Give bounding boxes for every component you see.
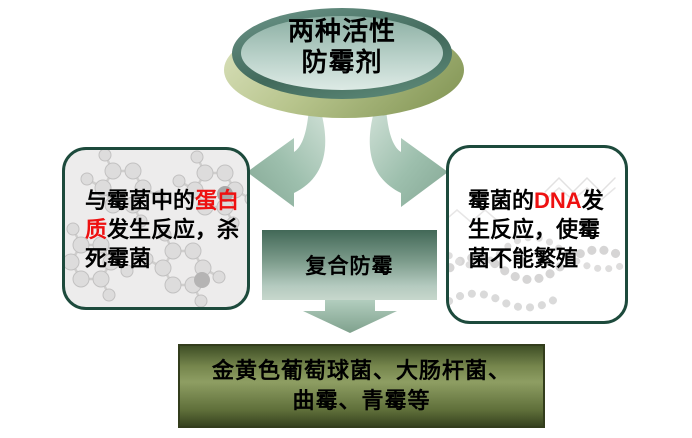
left-box-text: 与霉菌中的蛋白 质发生反应，杀 死霉菌 [85, 186, 247, 273]
right-info-box: 霉菌的DNA发 生反应，使霉 菌不能繁殖 [446, 145, 628, 324]
callout-label: 复合防霉 [305, 254, 394, 278]
right-text-black-4: 菌不能繁殖 [468, 246, 579, 271]
bottom-result-box: 金黄色葡萄球菌、大肠杆菌、 曲霉、青霉等 [178, 344, 545, 428]
molecule-graphic [65, 150, 247, 307]
right-text-black-1: 霉菌的 [468, 188, 535, 213]
right-text-dna: DNA [534, 188, 582, 213]
left-text-black-3: 死霉菌 [85, 246, 152, 271]
title-line-1: 两种活性 [287, 17, 396, 46]
bottom-box-line-1: 金黄色葡萄球菌、大肠杆菌、 [211, 358, 511, 383]
title-text: 两种活性 防霉剂 [232, 16, 452, 78]
left-text-black-2: 发生反应，杀 [107, 217, 240, 242]
composite-callout: 复合防霉 [262, 230, 437, 300]
title-ellipse-highlight [241, 16, 443, 90]
right-text-black-3: 生反应，使霉 [468, 217, 601, 242]
bottom-box-line-2: 曲霉、青霉等 [292, 388, 431, 413]
title-ellipse [232, 8, 452, 99]
right-box-text: 霉菌的DNA发 生反应，使霉 菌不能繁殖 [468, 186, 625, 273]
left-text-red-1: 蛋白 [195, 188, 240, 213]
left-text-black-1: 与霉菌中的 [85, 188, 196, 213]
title-line-2: 防霉剂 [301, 48, 383, 77]
curved-arrow-right [369, 108, 448, 207]
right-text-black-2: 发 [581, 188, 604, 213]
down-arrow [303, 300, 397, 333]
curved-arrow-left [247, 108, 326, 207]
left-info-box: 与霉菌中的蛋白 质发生反应，杀 死霉菌 [62, 147, 250, 310]
left-text-red-2: 质 [85, 217, 108, 242]
dna-helix-graphic [449, 176, 625, 312]
